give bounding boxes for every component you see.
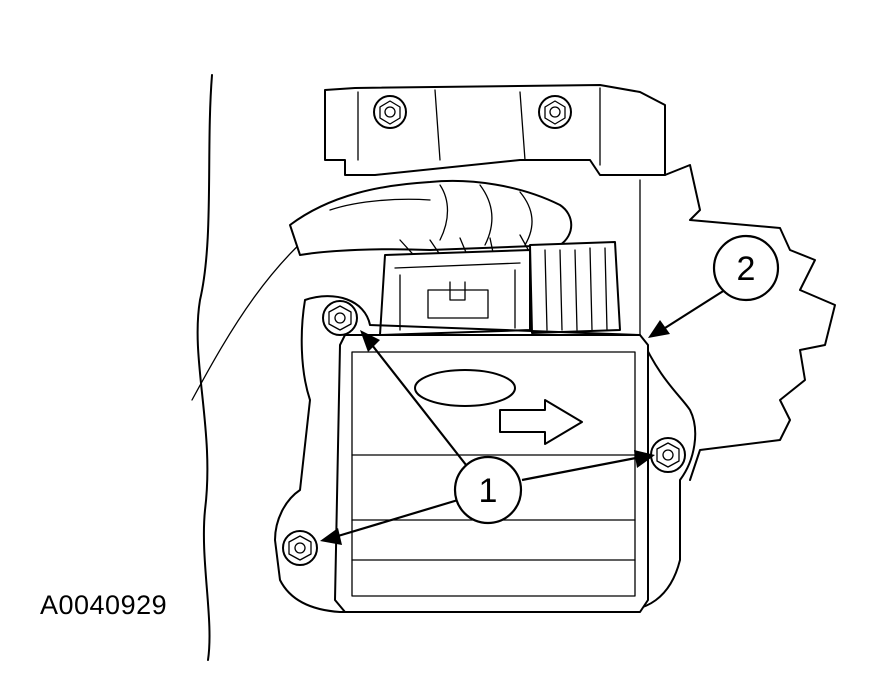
- upper-bracket-bolt-right: [538, 95, 572, 129]
- electrical-connector-left: [379, 249, 531, 336]
- callout-1-number: 1: [479, 472, 498, 510]
- upper-bracket: [324, 84, 666, 176]
- wiring-harness: [289, 179, 573, 263]
- figure-id-label: A0040929: [40, 590, 168, 620]
- mounting-nut-right: [650, 437, 686, 473]
- module-logo-oval: [414, 369, 516, 407]
- mounting-nut-top-left: [322, 300, 358, 336]
- upper-bracket-bolt-left: [373, 95, 407, 129]
- callout-2-leaders: [648, 287, 729, 338]
- mounting-nut-bottom-left: [282, 530, 318, 566]
- left-body-panel: [191, 74, 341, 661]
- right-body-panel: [639, 164, 836, 481]
- direction-arrow-icon: [499, 399, 583, 445]
- electrical-connector-right: [529, 241, 621, 334]
- callout-1-leaders: [320, 330, 655, 545]
- callout-2-number: 2: [737, 250, 756, 288]
- callout-2: 2: [712, 234, 780, 302]
- callout-1: 1: [453, 455, 523, 525]
